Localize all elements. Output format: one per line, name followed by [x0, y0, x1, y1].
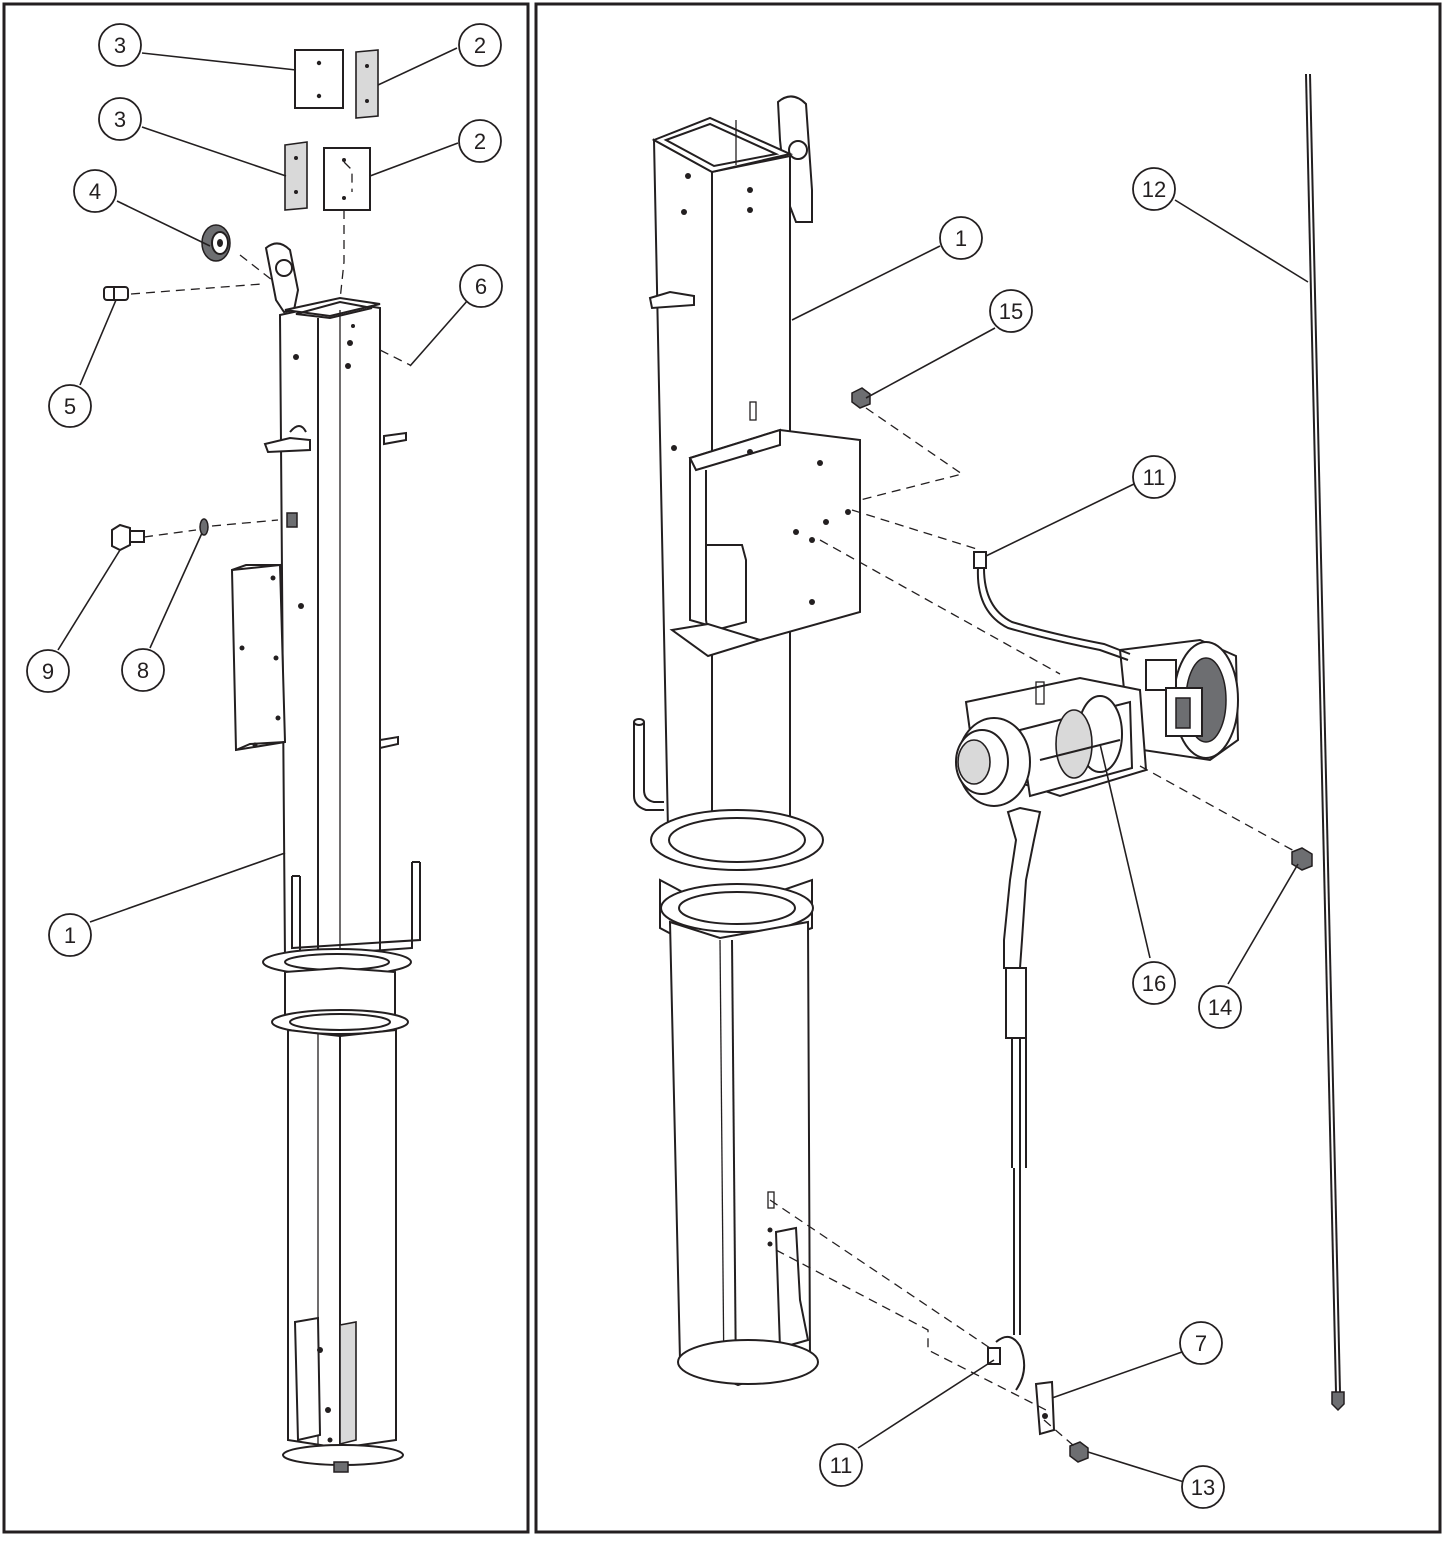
callout-11-bottom: 11 [819, 1443, 863, 1487]
callout-label: 8 [137, 658, 149, 683]
callout-8: 8 [121, 648, 165, 692]
wear-pad-3-bottom [284, 141, 308, 211]
callout-label: 3 [114, 33, 126, 58]
callout-label: 6 [475, 274, 487, 299]
left-assembly-dashes [130, 210, 411, 538]
callout-16: 16 [1132, 961, 1176, 1005]
switch-bracket [1034, 1380, 1056, 1436]
limit-switch-top [973, 551, 1131, 661]
callout-12: 12 [1132, 167, 1176, 211]
callout-9: 9 [26, 649, 70, 693]
callout-3-bottom: 3 [98, 97, 142, 141]
callout-1-right: 1 [939, 216, 983, 260]
left-leaders [57, 47, 469, 923]
right-callouts: 1 12 15 11 16 14 7 11 13 [819, 167, 1242, 1509]
callout-label: 2 [474, 129, 486, 154]
callout-7: 7 [1179, 1321, 1223, 1365]
wear-pad-2-bottom [323, 147, 371, 211]
callout-label: 1 [955, 226, 967, 251]
sheave-pin [103, 286, 129, 301]
callout-label: 5 [64, 394, 76, 419]
callout-label: 15 [999, 299, 1023, 324]
callout-5: 5 [48, 384, 92, 428]
callout-2-top: 2 [458, 23, 502, 67]
mast-column-left [230, 242, 421, 1473]
screw-13 [1069, 1441, 1089, 1463]
callout-14: 14 [1198, 985, 1242, 1029]
callout-label: 14 [1208, 995, 1232, 1020]
callout-label: 4 [89, 179, 101, 204]
callout-11-top: 11 [1132, 455, 1176, 499]
callout-label: 11 [1143, 465, 1166, 490]
nut-15 [851, 387, 871, 409]
callout-label: 13 [1191, 1475, 1215, 1500]
callout-label: 16 [1142, 971, 1166, 996]
callout-1-left: 1 [48, 913, 92, 957]
right-assembly [633, 73, 1345, 1483]
callout-label: 12 [1142, 177, 1166, 202]
callout-6: 6 [459, 264, 503, 308]
callout-15: 15 [989, 289, 1033, 333]
lock-washer [199, 518, 209, 536]
callout-label: 3 [114, 107, 126, 132]
right-assembly-dashes [769, 407, 1297, 1447]
callout-label: 1 [64, 923, 76, 948]
callout-4: 4 [73, 169, 117, 213]
callout-label: 11 [830, 1453, 853, 1478]
callout-label: 2 [474, 33, 486, 58]
callout-3-top: 3 [98, 23, 142, 67]
callout-2-bottom: 2 [458, 119, 502, 163]
left-assembly [57, 47, 469, 1473]
right-leaders [791, 199, 1309, 1483]
wear-pad-2-top [355, 49, 379, 119]
left-callouts: 3 2 3 2 4 6 5 9 8 1 [26, 23, 503, 957]
left-panel-frame [2, 2, 530, 1534]
callout-label: 9 [42, 659, 54, 684]
bolt-14 [1291, 847, 1313, 871]
callout-13: 13 [1181, 1465, 1225, 1509]
mast-column-right [633, 95, 861, 1387]
hex-bolt [111, 523, 145, 552]
sheave-wheel [201, 224, 231, 262]
wear-pad-3-top [294, 49, 344, 109]
callout-label: 7 [1195, 1331, 1207, 1356]
right-panel-frame [534, 2, 1442, 1534]
guide-rod [1305, 73, 1345, 1412]
limit-switch-bottom [987, 1335, 1026, 1391]
winch-assembly [955, 638, 1240, 1335]
